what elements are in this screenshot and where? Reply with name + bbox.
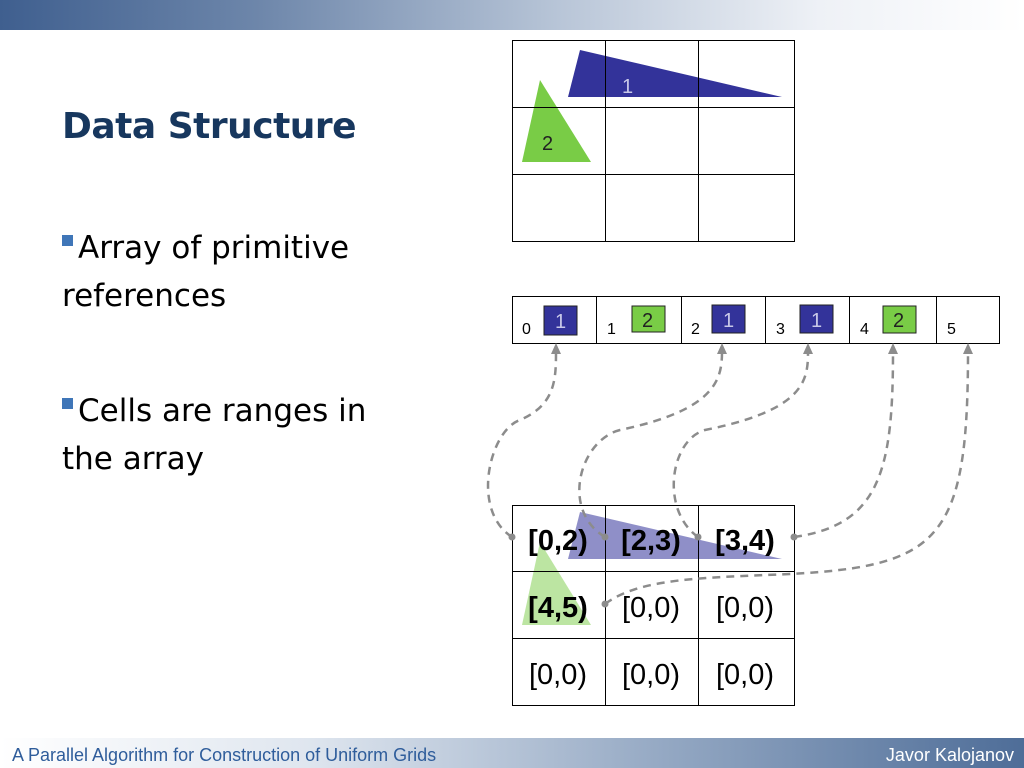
array-index: 0 (522, 321, 531, 338)
arrow-tail-dot (601, 533, 609, 541)
array-ref-box (882, 305, 917, 334)
array-ref-box (799, 304, 834, 334)
array-ref-label: 1 (723, 310, 734, 332)
array-index: 4 (860, 321, 869, 338)
cell-range: [0,0) (622, 659, 680, 691)
cell-grid-primitives (522, 512, 782, 625)
bullet-item: Cells are ranges in the array (62, 387, 402, 483)
cell-range: [0,0) (716, 659, 774, 691)
range-arrow-1 (578, 351, 724, 539)
cell-range: [0,0) (716, 592, 774, 624)
array-ref-box (711, 304, 746, 334)
header-bar (0, 0, 1024, 30)
cell-grid-border (512, 505, 795, 706)
bullet-square-icon (62, 235, 73, 246)
arrow-tail-dot (508, 533, 516, 541)
primitive-1-label: 1 (622, 76, 633, 98)
footer-bar (0, 738, 1024, 768)
cell-range-grid: [0,2) [2,3) [3,4) [4,5) [0,0) [0,0) [0,0… (512, 505, 795, 706)
reference-array-border (512, 296, 1000, 344)
arrow-head (551, 343, 561, 354)
arrow-head (963, 343, 973, 354)
primitive-2-label: 2 (542, 133, 553, 155)
arrow-tail-dot (601, 600, 609, 608)
reference-array: 0 1 1 2 2 1 3 1 4 2 5 (512, 296, 1000, 344)
faded-primitive-2 (522, 542, 591, 625)
range-arrow-3 (793, 351, 895, 539)
cell-range: [0,2) (528, 525, 588, 557)
arrow-head (888, 343, 898, 354)
top-grid: 1 2 (512, 40, 795, 242)
footer-author: Javor Kalojanov (885, 745, 1014, 765)
array-index: 5 (947, 321, 956, 338)
array-index: 2 (691, 321, 700, 338)
cell-range: [0,0) (529, 659, 587, 691)
primitive-1-triangle (568, 50, 782, 97)
arrow-head (803, 343, 813, 354)
array-ref-label: 2 (893, 310, 904, 332)
array-ref-label: 1 (555, 311, 566, 333)
bullet-text: Array of primitive references (62, 230, 350, 314)
faded-primitive-1 (568, 512, 782, 559)
array-ref-box (543, 305, 578, 336)
cell-range: [0,0) (622, 592, 680, 624)
bullet-item: Array of primitive references (62, 224, 402, 320)
array-index: 3 (776, 321, 785, 338)
primitive-2-triangle (522, 80, 591, 162)
cell-range: [3,4) (715, 525, 775, 557)
range-arrows (486, 351, 970, 606)
range-arrow-2 (672, 351, 810, 539)
bullet-text: Cells are ranges in the array (62, 393, 367, 477)
cell-range: [4,5) (528, 592, 588, 624)
cell-range: [2,3) (621, 525, 681, 557)
array-ref-label: 1 (811, 310, 822, 332)
range-arrow-0 (486, 351, 558, 539)
arrow-tail-dot (694, 533, 702, 541)
range-arrow-heads (508, 343, 973, 608)
array-index: 1 (607, 321, 616, 338)
array-ref-label: 2 (642, 310, 653, 332)
array-ref-box (631, 305, 666, 333)
bullet-square-icon (62, 398, 73, 409)
arrow-tail-dot (790, 533, 798, 541)
range-arrow-4 (604, 351, 970, 606)
footer-title: A Parallel Algorithm for Construction of… (12, 745, 437, 765)
slide-title: Data Structure (62, 106, 357, 147)
top-grid-border (512, 40, 795, 242)
arrow-head (717, 343, 727, 354)
